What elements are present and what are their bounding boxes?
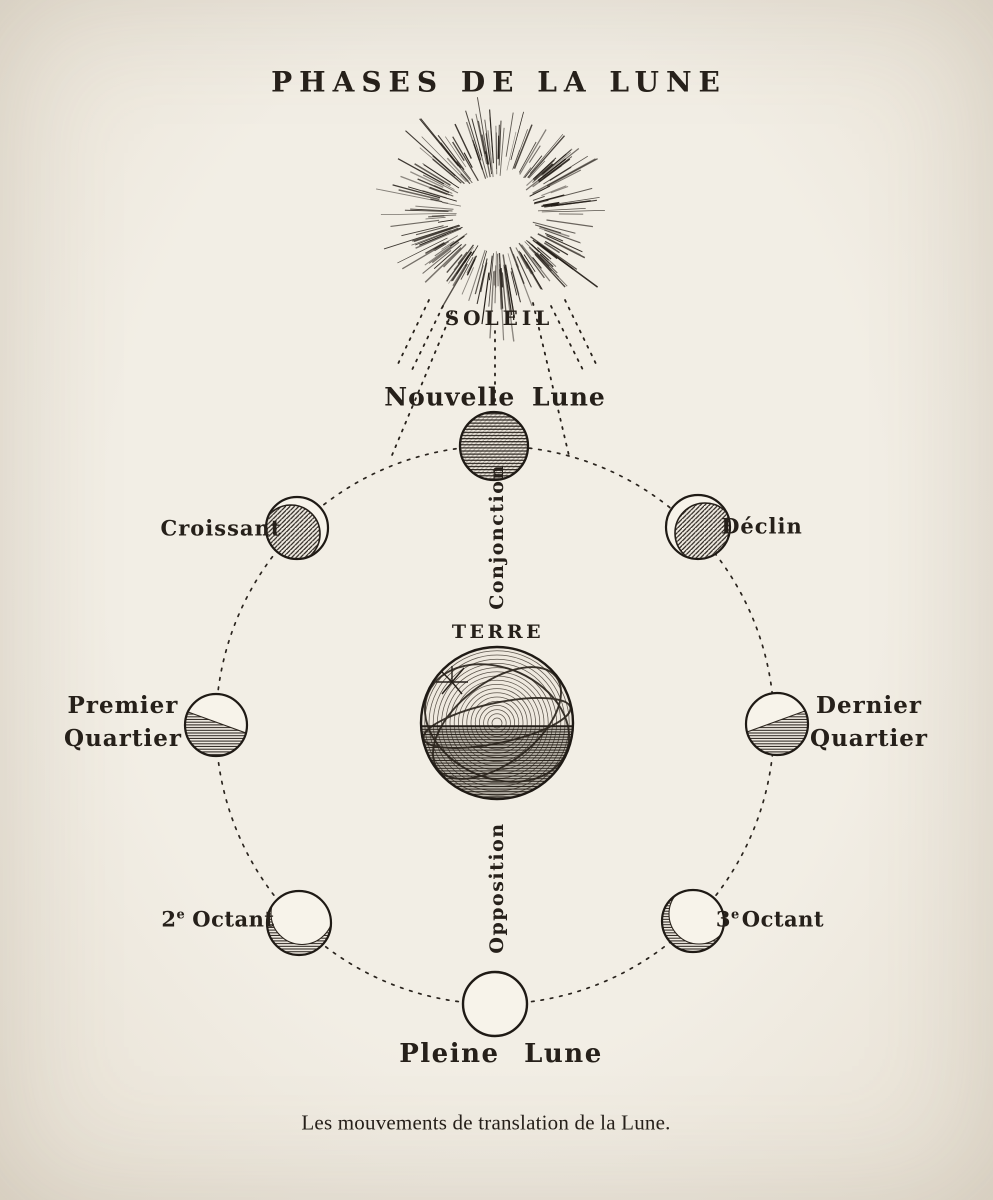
moon-nouvelle-lune xyxy=(458,410,530,482)
earth-label: TERRE xyxy=(451,621,545,643)
label-dernier-quartier: Dernier Quartier xyxy=(810,689,928,755)
label-troisieme-octant: 3eOctant xyxy=(716,907,824,932)
octant3-word: Octant xyxy=(741,906,825,932)
label-deuxieme-octant: 2e Octant xyxy=(161,907,274,932)
moon-croissant xyxy=(264,495,330,561)
page-title: PHASES DE LA LUNE xyxy=(271,65,727,99)
sun-label: SOLEIL xyxy=(444,306,554,330)
moon-declin xyxy=(664,493,732,561)
moon-deuxieme-octant xyxy=(265,889,333,957)
moon-pleine-lune xyxy=(461,970,529,1038)
moon-premier-quartier xyxy=(183,692,249,758)
octant3-number: 3 xyxy=(715,906,731,932)
sun-rays xyxy=(389,299,599,461)
octant2-number: 2 xyxy=(161,906,177,932)
octant3-ordinal: e xyxy=(730,907,740,923)
sun-engraving xyxy=(376,97,605,342)
label-dernier-line2: Quartier xyxy=(810,725,928,752)
octant2-word: Octant xyxy=(192,906,275,932)
label-dernier-line1: Dernier xyxy=(816,692,922,719)
caption: Les mouvements de translation de la Lune… xyxy=(301,1110,671,1135)
earth-globe xyxy=(419,645,575,801)
label-nouvelle-lune: Nouvelle Lune xyxy=(384,382,606,412)
label-pleine-lune: Pleine Lune xyxy=(399,1039,603,1069)
label-croissant: Croissant xyxy=(160,515,282,541)
moon-troisieme-octant xyxy=(660,888,726,954)
label-declin: Déclin xyxy=(721,513,803,539)
label-premier-quartier: Premier Quartier xyxy=(64,689,182,755)
conjunction-label: Conjonction xyxy=(486,464,508,610)
moon-dernier-quartier xyxy=(744,691,810,757)
label-premier-line2: Quartier xyxy=(64,725,182,752)
opposition-label: Opposition xyxy=(486,822,508,954)
octant2-ordinal: e xyxy=(176,907,186,923)
label-premier-line1: Premier xyxy=(67,692,179,719)
